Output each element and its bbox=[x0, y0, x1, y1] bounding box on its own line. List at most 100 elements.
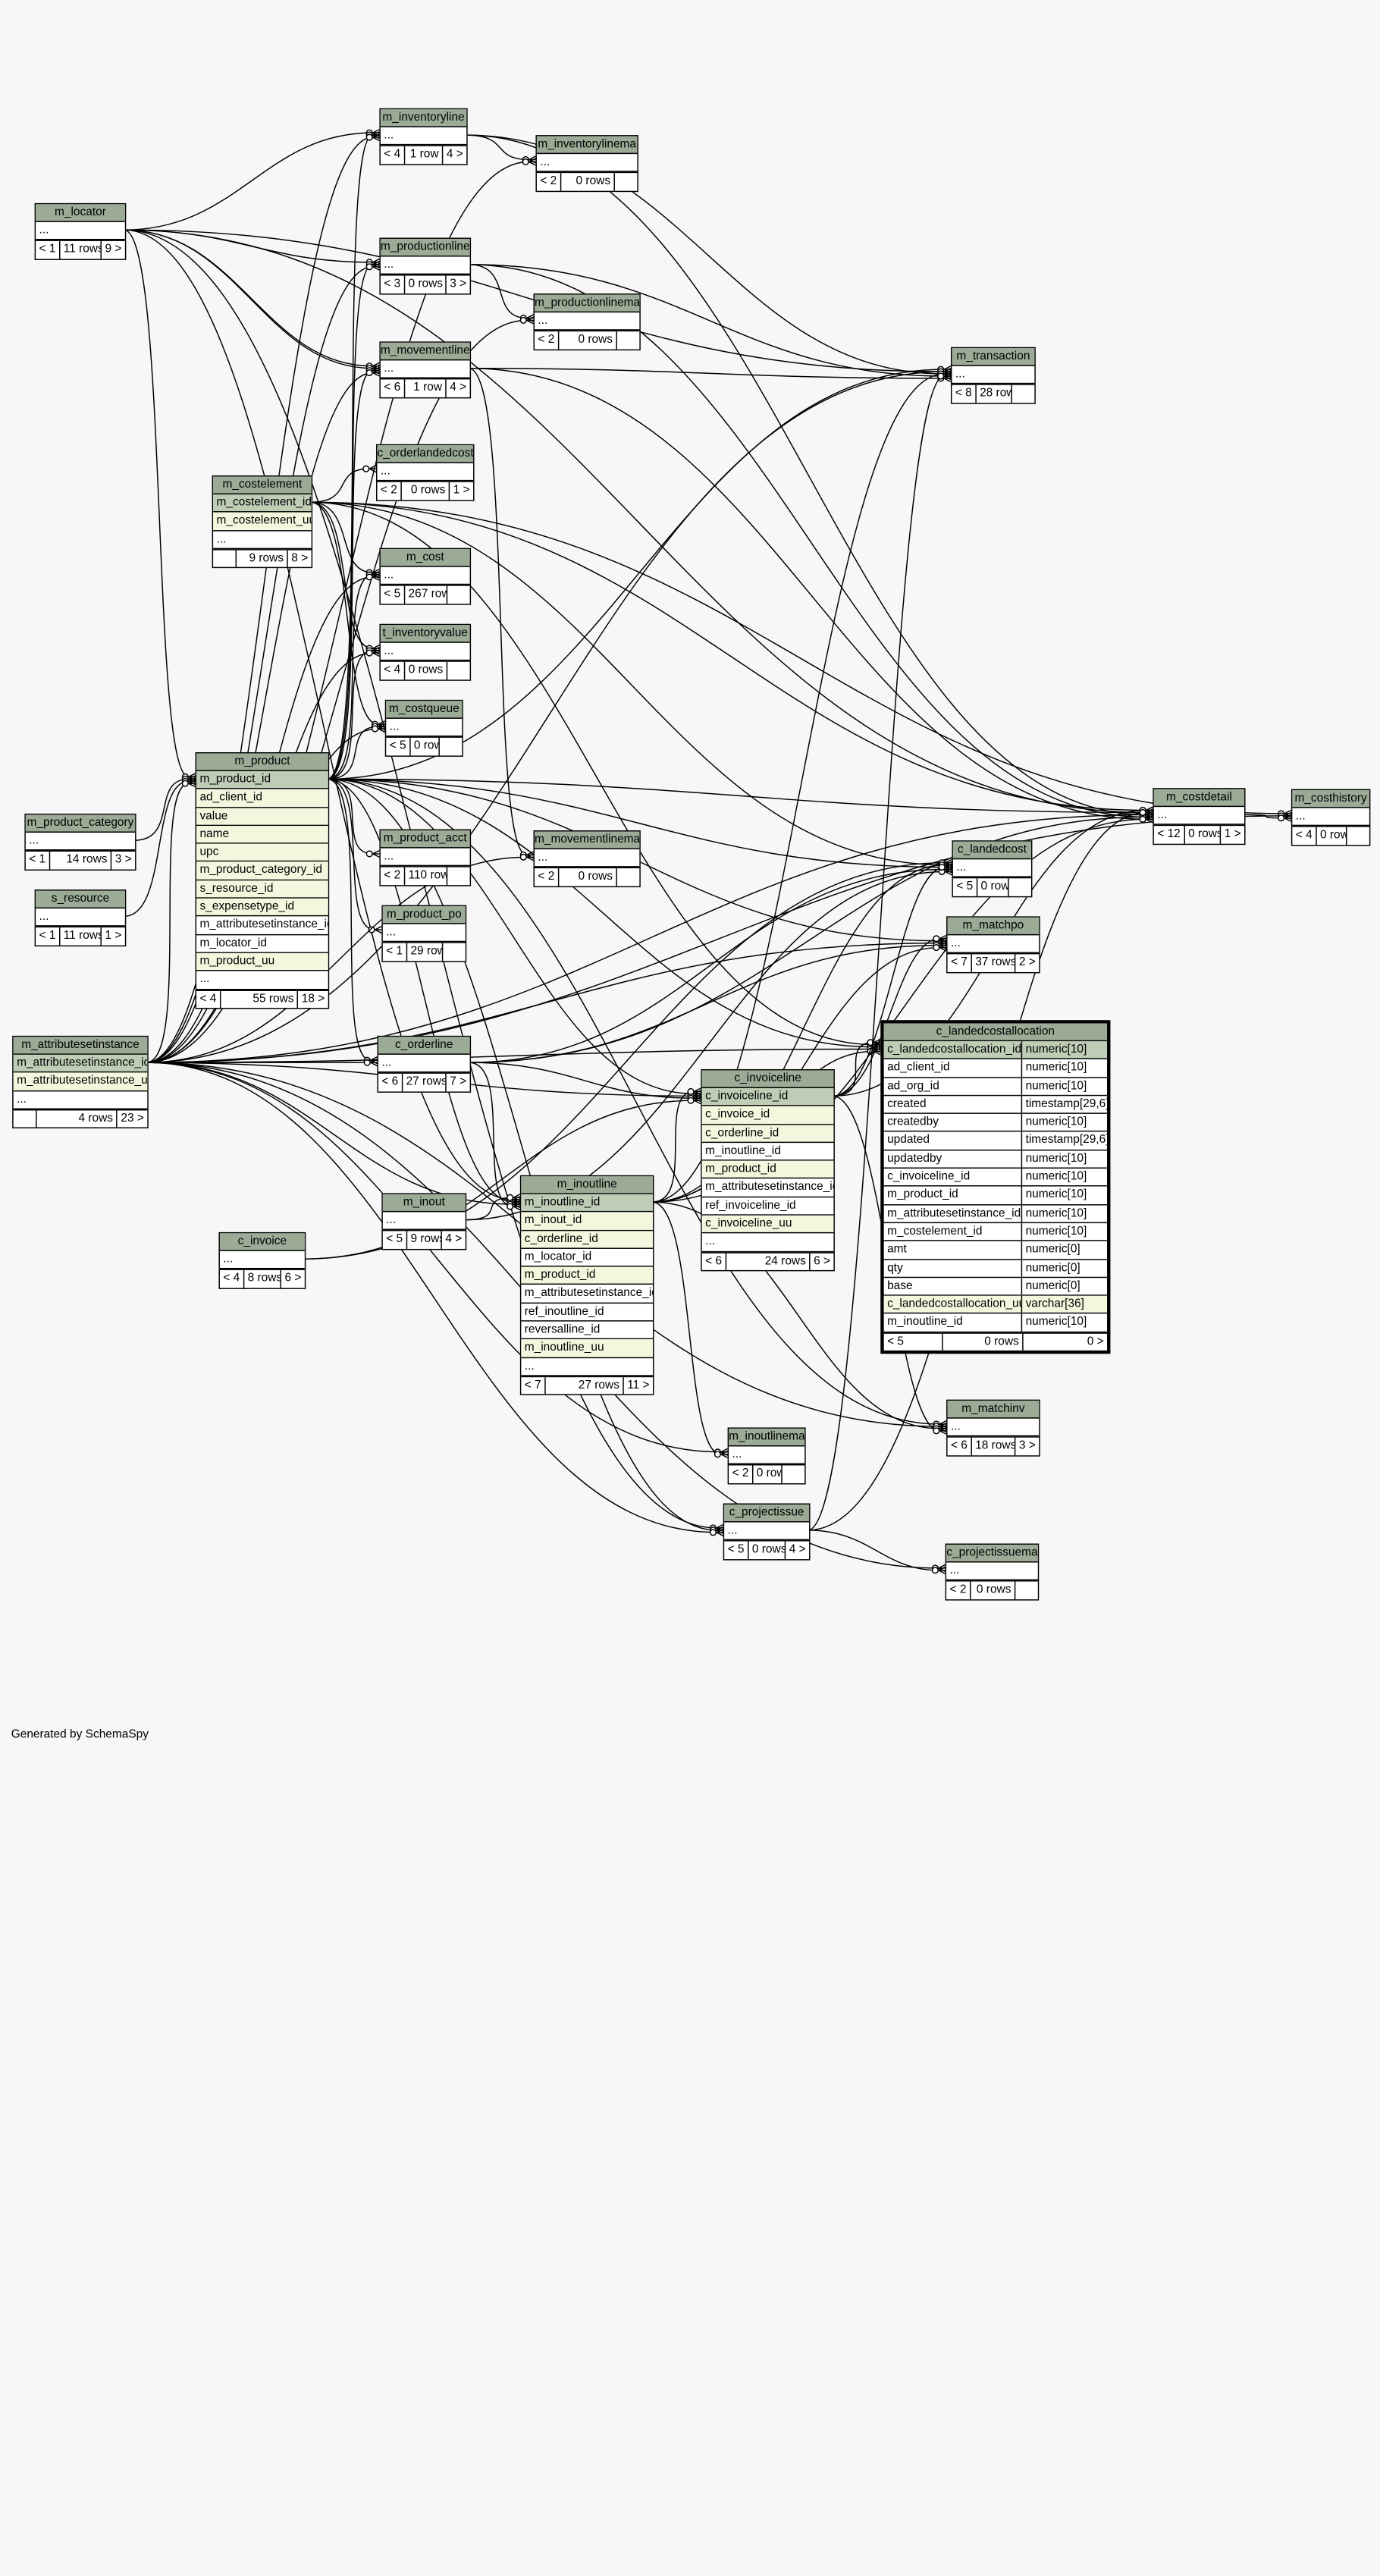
column-row[interactable]: ... bbox=[378, 1055, 470, 1073]
table-title[interactable]: m_inoutline bbox=[521, 1176, 654, 1194]
column-row[interactable]: ref_invoiceline_id bbox=[701, 1197, 834, 1216]
column-row[interactable]: ... bbox=[380, 257, 470, 275]
table-title[interactable]: c_landedcost bbox=[952, 841, 1031, 860]
parents-link[interactable]: < 1 bbox=[29, 852, 46, 867]
children-link[interactable]: 11 > bbox=[623, 1377, 653, 1395]
column-row[interactable]: m_inout_id bbox=[521, 1212, 654, 1231]
column-row[interactable]: ... bbox=[534, 312, 640, 331]
column-row[interactable]: ad_client_id bbox=[196, 789, 328, 808]
children-link[interactable]: 7 > bbox=[445, 1074, 469, 1091]
parents-link[interactable] bbox=[14, 1110, 36, 1128]
children-link[interactable]: 3 > bbox=[110, 852, 135, 869]
column-row[interactable]: ... bbox=[196, 971, 328, 990]
table-c-landedcost[interactable]: c_landedcost...< 50 rows bbox=[952, 840, 1033, 897]
parents-link[interactable]: < 1 bbox=[39, 928, 56, 943]
table-title[interactable]: c_invoiceline bbox=[701, 1070, 834, 1089]
parents-link[interactable]: < 2 bbox=[538, 869, 555, 883]
table-title[interactable]: m_matchpo bbox=[947, 917, 1040, 936]
children-link[interactable]: 0 > bbox=[1022, 1333, 1107, 1351]
parents-link[interactable]: < 1 bbox=[39, 242, 56, 256]
table-title[interactable]: m_product_po bbox=[382, 906, 466, 924]
children-link[interactable]: 6 > bbox=[809, 1253, 833, 1270]
table-title[interactable]: m_costqueue bbox=[386, 701, 463, 719]
children-link[interactable]: 4 > bbox=[441, 146, 466, 164]
table-title[interactable]: m_locator bbox=[36, 204, 125, 222]
parents-link[interactable]: < 5 bbox=[727, 1542, 745, 1557]
children-link[interactable]: 4 > bbox=[441, 1231, 466, 1249]
primary-key-column[interactable]: m_inoutline_id bbox=[521, 1194, 654, 1213]
column-row[interactable]: ... bbox=[946, 1563, 1038, 1581]
column-row[interactable]: m_attributesetinstance_uu bbox=[13, 1072, 148, 1091]
parents-link[interactable]: < 2 bbox=[384, 868, 401, 883]
table-title[interactable]: m_costhistory bbox=[1292, 790, 1369, 808]
table-title[interactable]: m_product bbox=[196, 753, 328, 772]
children-link[interactable]: 2 > bbox=[1015, 954, 1039, 972]
column-row[interactable]: ... bbox=[534, 849, 640, 868]
table-title[interactable]: m_inventorylinema bbox=[536, 136, 638, 155]
children-link[interactable]: 3 > bbox=[1015, 1438, 1039, 1455]
parents-link[interactable]: < 6 bbox=[705, 1253, 723, 1268]
column-row[interactable]: ... bbox=[213, 531, 312, 549]
column-row[interactable]: c_invoice_id bbox=[701, 1106, 834, 1125]
column-row[interactable]: ... bbox=[382, 1212, 466, 1231]
column-row[interactable]: ... bbox=[1292, 808, 1369, 827]
column-row[interactable]: ... bbox=[382, 924, 466, 943]
table-m-inoutlinema[interactable]: m_inoutlinema...< 20 rows bbox=[727, 1427, 806, 1484]
column-row[interactable]: ref_inoutline_id bbox=[521, 1304, 654, 1322]
column-row[interactable]: s_expensetype_id bbox=[196, 898, 328, 917]
column-row[interactable]: ... bbox=[536, 154, 638, 173]
children-link[interactable]: 1 > bbox=[448, 482, 473, 500]
table-title[interactable]: m_matchinv bbox=[947, 1401, 1040, 1419]
table-title[interactable]: m_productionline bbox=[380, 238, 470, 257]
table-title[interactable]: t_inventoryvalue bbox=[380, 625, 470, 643]
column-row[interactable]: m_attributesetinstance_id bbox=[521, 1285, 654, 1304]
children-link[interactable] bbox=[446, 586, 470, 604]
column-row[interactable]: ... bbox=[25, 833, 136, 851]
column-row[interactable]: s_resource_id bbox=[196, 880, 328, 899]
column-row[interactable]: ... bbox=[947, 1419, 1040, 1437]
column-row[interactable]: ... bbox=[380, 567, 470, 585]
column-row[interactable]: m_product_id bbox=[701, 1160, 834, 1179]
column-row[interactable]: ... bbox=[377, 463, 474, 482]
children-link[interactable] bbox=[1011, 385, 1034, 403]
column-row[interactable]: ... bbox=[724, 1523, 810, 1541]
primary-key-column[interactable]: m_attributesetinstance_id bbox=[13, 1054, 148, 1073]
table-title[interactable]: c_landedcostallocation bbox=[883, 1023, 1108, 1042]
column-row[interactable]: c_orderline_id bbox=[521, 1230, 654, 1249]
table-m-product-po[interactable]: m_product_po...< 129 rows bbox=[381, 905, 467, 962]
column-row[interactable]: ... bbox=[729, 1446, 805, 1465]
parents-link[interactable]: < 4 bbox=[1295, 828, 1313, 842]
children-link[interactable]: 4 > bbox=[784, 1541, 809, 1559]
children-link[interactable]: 8 > bbox=[287, 550, 311, 567]
children-link[interactable] bbox=[1345, 827, 1369, 845]
column-row[interactable]: ... bbox=[386, 719, 463, 737]
column-row[interactable]: c_invoiceline_uu bbox=[701, 1215, 834, 1234]
children-link[interactable] bbox=[1014, 1581, 1038, 1599]
table-title[interactable]: m_movementline bbox=[380, 342, 470, 361]
column-row[interactable]: m_inoutline_id bbox=[701, 1143, 834, 1161]
column-row[interactable]: value bbox=[196, 807, 328, 826]
table-m-costqueue[interactable]: m_costqueue...< 50 rows bbox=[384, 699, 463, 757]
children-link[interactable]: 23 > bbox=[116, 1110, 147, 1128]
table-title[interactable]: m_product_acct bbox=[380, 830, 470, 849]
